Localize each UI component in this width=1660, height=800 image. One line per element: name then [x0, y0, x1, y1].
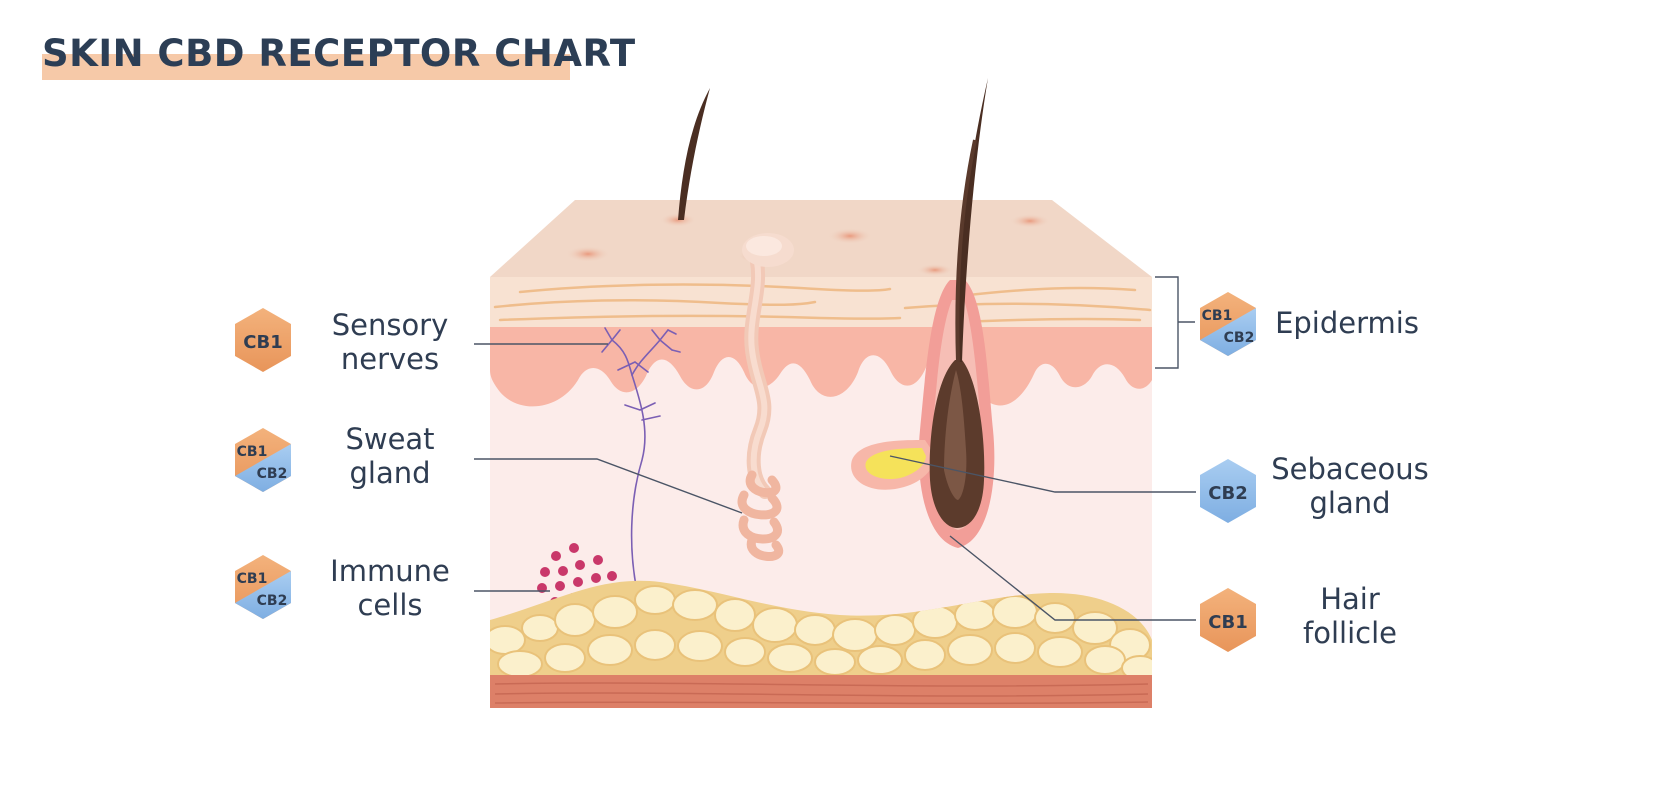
- sweat-gland-duct: [742, 233, 794, 499]
- label-epidermis: Epidermis: [1272, 306, 1422, 340]
- badge-immune-cells-cb1-cb2: CB1 CB2: [235, 555, 291, 619]
- label-line: Hair: [1320, 582, 1380, 616]
- badge-hair-follicle-cb1: CB1: [1200, 588, 1256, 652]
- title-block: SKIN CBD RECEPTOR CHART: [42, 30, 636, 80]
- label-line: gland: [1309, 486, 1391, 520]
- skin-top-surface: [490, 200, 1152, 277]
- subcutaneous-fat-layer: [490, 580, 1152, 675]
- sebaceous-gland-leader: [889, 455, 1196, 493]
- sweat-gland-leader: [474, 458, 743, 514]
- sensory-nerve: [601, 327, 681, 597]
- epidermis-bracket: [1155, 276, 1195, 369]
- badge-label-cb1: CB1: [237, 571, 268, 587]
- label-hair-follicle: Hair follicle: [1275, 582, 1425, 650]
- badge-label-cb2: CB2: [257, 466, 288, 482]
- label-line: nerves: [340, 342, 440, 376]
- badge-label-cb2: CB2: [257, 593, 288, 609]
- label-sweat-gland: Sweat gland: [320, 422, 460, 490]
- badge-label: CB1: [243, 332, 282, 353]
- label-sebaceous-gland: Sebaceous gland: [1270, 452, 1430, 520]
- label-line: Sweat: [345, 422, 435, 456]
- small-hair-shaft: [678, 88, 710, 220]
- hair-follicle-leader: [949, 535, 1196, 621]
- label-line: Immune: [330, 554, 450, 588]
- label-line: Epidermis: [1275, 306, 1419, 340]
- badge-label: CB2: [1208, 483, 1247, 504]
- badge-label: CB1: [1208, 612, 1247, 633]
- page-title: SKIN CBD RECEPTOR CHART: [42, 32, 636, 75]
- sweat-gland-coil: [737, 470, 784, 561]
- label-immune-cells: Immune cells: [320, 554, 460, 622]
- label-line: gland: [349, 456, 431, 490]
- label-line: cells: [357, 588, 423, 622]
- label-line: Sensory: [331, 308, 449, 342]
- badge-label-cb1: CB1: [1202, 308, 1233, 324]
- badge-label-cb2: CB2: [1224, 330, 1255, 346]
- label-sensory-nerves: Sensory nerves: [320, 308, 460, 376]
- badge-sweat-gland-cb1-cb2: CB1 CB2: [235, 428, 291, 492]
- badge-label-cb1: CB1: [237, 444, 268, 460]
- badge-sensory-nerves-cb1: CB1: [235, 308, 291, 372]
- title-highlight: [42, 54, 570, 80]
- label-line: follicle: [1303, 616, 1397, 650]
- badge-epidermis-cb1-cb2: CB1 CB2: [1200, 292, 1256, 356]
- large-hair-shaft: [957, 78, 988, 362]
- badge-sebaceous-gland-cb2: CB2: [1200, 459, 1256, 523]
- label-line: Sebaceous: [1271, 452, 1429, 486]
